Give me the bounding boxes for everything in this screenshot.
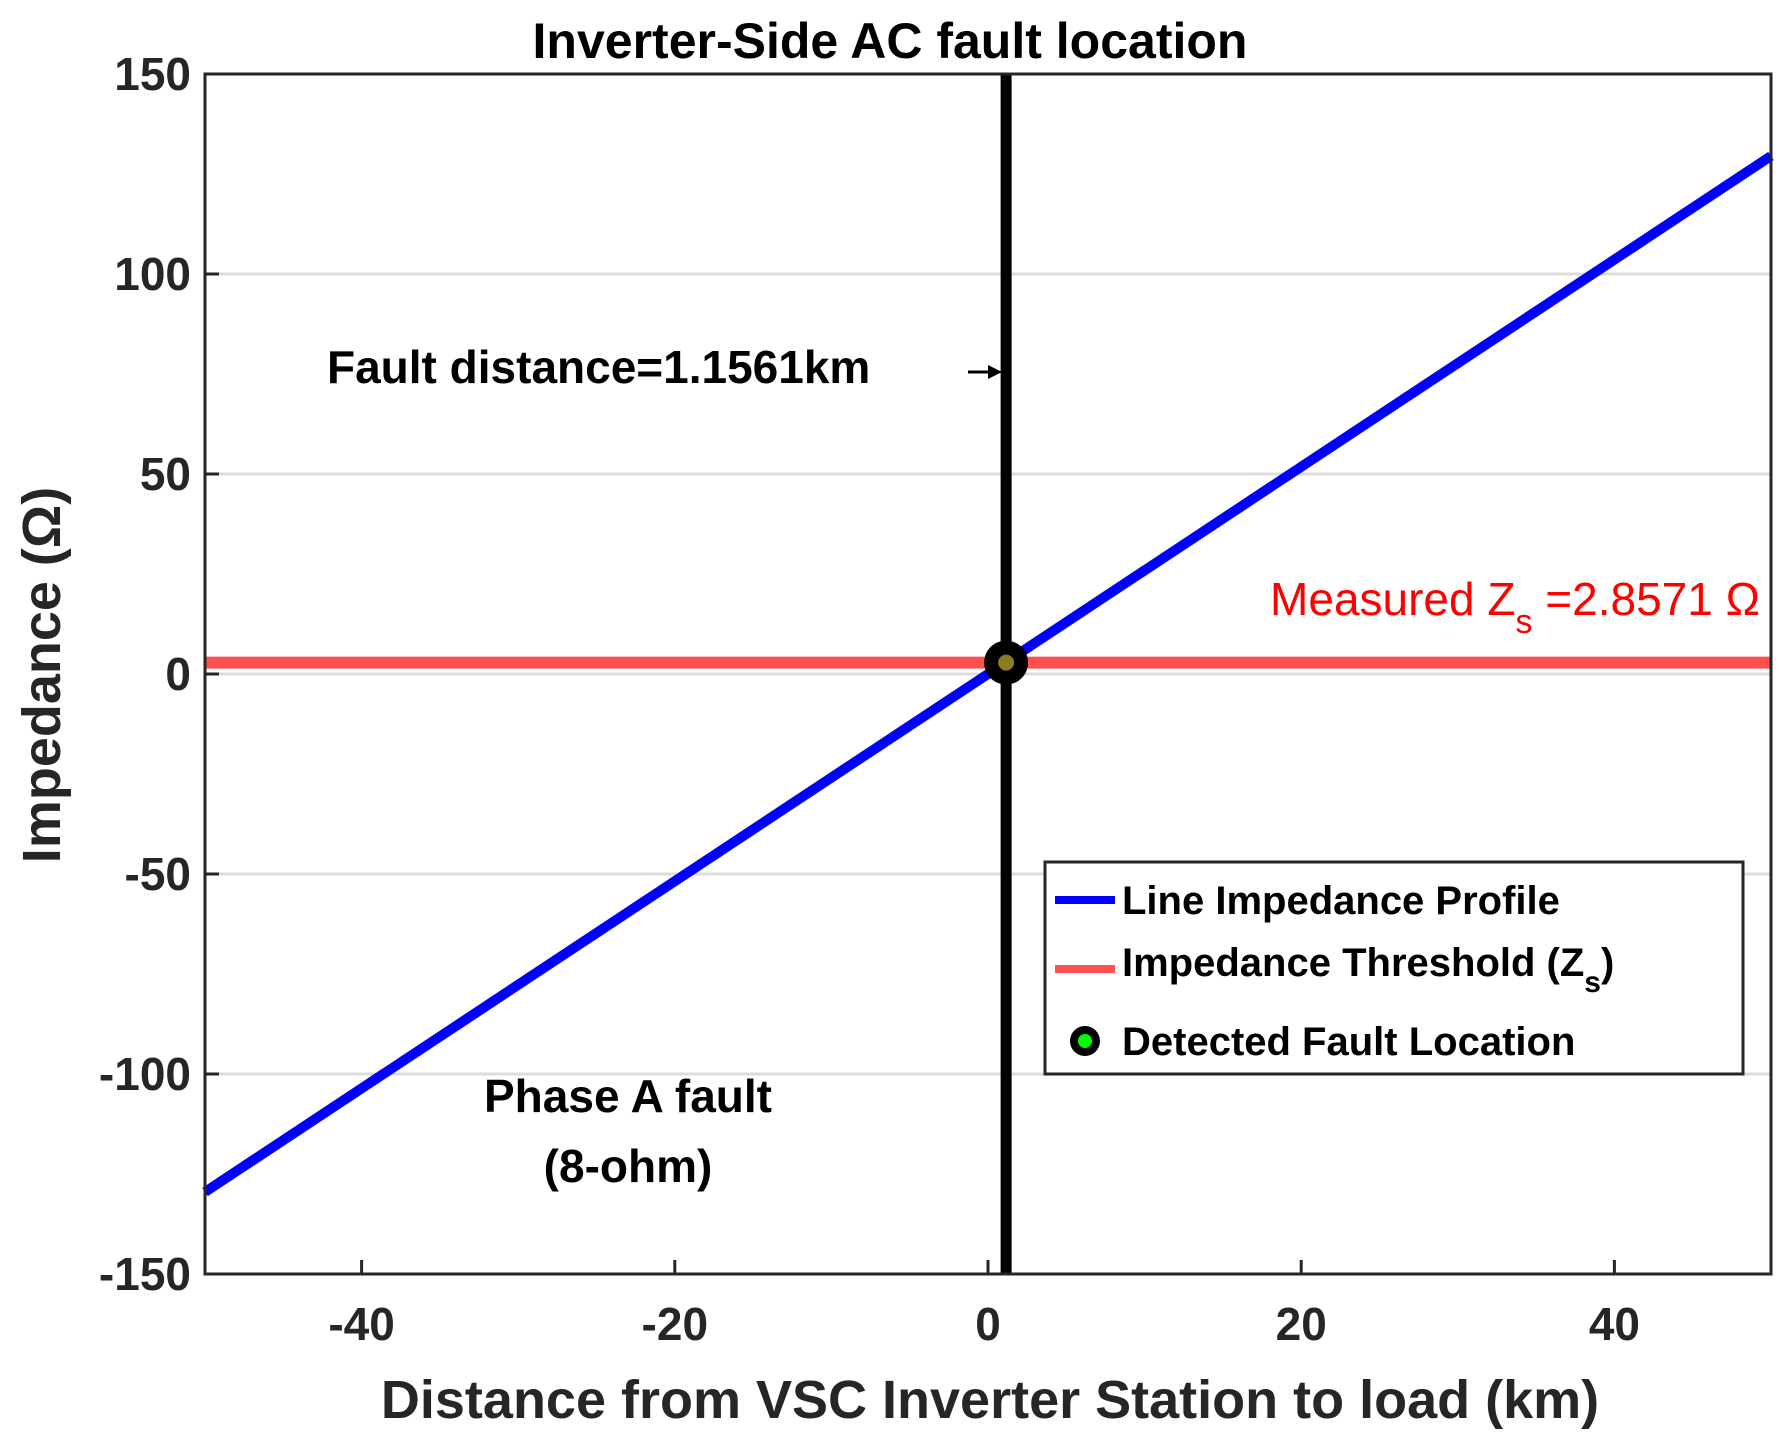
legend-box xyxy=(1043,860,1745,1076)
phase-annotation-line2: (8-ohm) xyxy=(544,1140,713,1192)
measured-zs-annotation: Measured Zs =2.8571 Ω xyxy=(1270,573,1760,641)
legend-threshold-sub: s xyxy=(1584,966,1601,999)
y-tick-label: 50 xyxy=(140,448,191,500)
legend-label-threshold: Impedance Threshold (Zs) xyxy=(1122,941,1614,999)
legend-label-fault-location: Detected Fault Location xyxy=(1122,1020,1575,1064)
legend-marker-fault-location xyxy=(1078,1034,1092,1048)
x-axis-title: Distance from VSC Inverter Station to lo… xyxy=(381,1370,1599,1430)
y-tick-label: -50 xyxy=(125,848,191,900)
ticks: 150 100 50 0 -50 -100 -150 -40 -20 0 20 40 xyxy=(99,48,1640,1350)
fault-distance-arrow xyxy=(968,365,1002,379)
x-tick-label: 0 xyxy=(975,1298,1001,1350)
measured-zs-value: =2.8571 Ω xyxy=(1532,573,1760,625)
y-tick-label: -100 xyxy=(99,1048,191,1100)
series-layer xyxy=(202,74,1774,1274)
measured-zs-prefix: Measured Z xyxy=(1270,573,1515,625)
y-tick-label: 0 xyxy=(165,648,191,700)
y-tick-label: 150 xyxy=(114,48,191,100)
legend: Line Impedance Profile Impedance Thresho… xyxy=(1043,860,1745,1076)
phase-annotation-line1: Phase A fault xyxy=(484,1070,772,1122)
y-tick-label: -150 xyxy=(99,1248,191,1300)
y-tick-label: 100 xyxy=(114,248,191,300)
x-tick-label: 20 xyxy=(1276,1298,1327,1350)
fault-distance-annotation: Fault distance=1.1561km xyxy=(327,341,870,393)
y-axis-title: Impedance (Ω) xyxy=(12,487,72,863)
legend-threshold-main: Impedance Threshold (Z xyxy=(1122,941,1584,985)
fault-location-marker-center xyxy=(998,654,1015,671)
measured-zs-subscript: s xyxy=(1515,603,1532,641)
legend-label-line-impedance: Line Impedance Profile xyxy=(1122,879,1560,923)
x-tick-label: -20 xyxy=(642,1298,708,1350)
x-tick-label: -40 xyxy=(328,1298,394,1350)
legend-threshold-end: ) xyxy=(1601,941,1614,985)
x-tick-label: 40 xyxy=(1589,1298,1640,1350)
chart-title: Inverter-Side AC fault location xyxy=(533,13,1248,69)
